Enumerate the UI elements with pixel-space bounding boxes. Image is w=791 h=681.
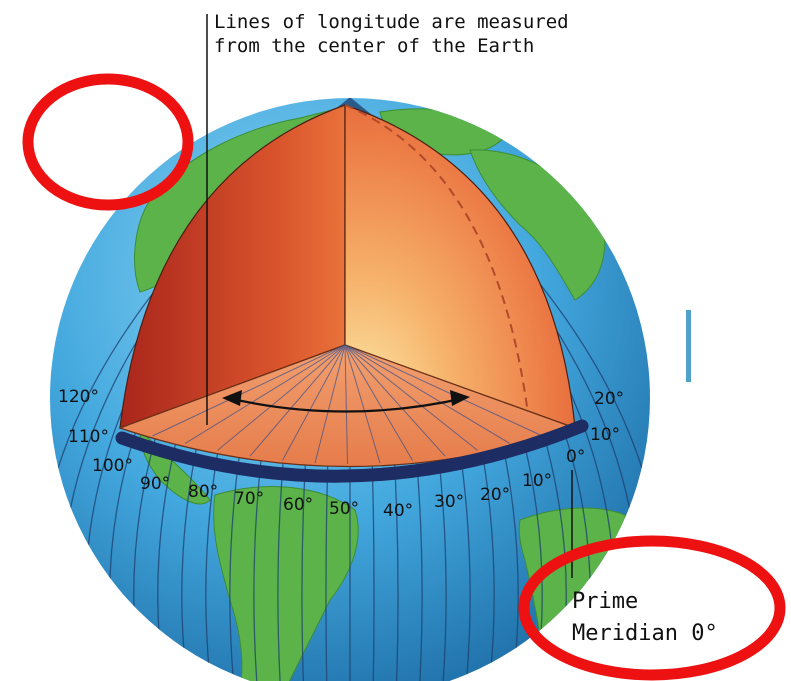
dashed-meridian xyxy=(344,104,531,431)
degree-label-40: 40° xyxy=(383,501,413,521)
degree-label-30: 30° xyxy=(434,492,464,512)
plane-ray xyxy=(344,344,446,457)
degree-label-50: 50° xyxy=(329,499,359,519)
highlight-circle-prime-meridian xyxy=(518,535,786,681)
degree-label-10: 10° xyxy=(522,471,552,491)
degree-label-110: 110° xyxy=(68,427,109,447)
annotation-line-1: Lines of longitude are measured xyxy=(214,11,569,33)
degree-label-right-10: 10° xyxy=(590,425,620,445)
plane-ray xyxy=(344,344,348,465)
angle-arrow-left xyxy=(222,390,242,406)
degree-label-20: 20° xyxy=(480,485,510,505)
degree-label-90: 90° xyxy=(140,474,170,494)
annotation-line-2: from the center of the Earth xyxy=(214,35,534,57)
edge-fragment xyxy=(686,310,691,382)
south-america-land xyxy=(213,486,359,681)
degree-label-70: 70° xyxy=(234,489,264,509)
angle-arrow-right xyxy=(450,390,470,406)
plane-ray xyxy=(344,344,413,461)
core-left-face xyxy=(119,104,346,429)
plane-ray xyxy=(282,344,346,461)
plane-ray xyxy=(314,344,346,464)
degree-label-right-20: 20° xyxy=(594,389,624,409)
degree-label-120: 120° xyxy=(58,387,99,407)
plane-ray xyxy=(344,344,381,464)
degree-label-60: 60° xyxy=(283,495,313,515)
equatorial-plane-rays xyxy=(152,344,543,465)
plane-ray xyxy=(344,344,543,437)
degree-label-0: 0° xyxy=(566,447,585,467)
core-right-face xyxy=(344,104,576,429)
highlight-circle-top-left xyxy=(22,73,194,211)
plane-ray xyxy=(217,344,346,451)
equator-arc xyxy=(115,419,589,483)
plane-ray xyxy=(344,344,478,451)
angle-arc xyxy=(227,396,466,413)
plane-ray xyxy=(152,344,346,437)
plane-ray xyxy=(344,344,511,445)
plane-ray xyxy=(184,344,346,445)
degree-label-80: 80° xyxy=(188,482,218,502)
prime-meridian-line-1: Prime xyxy=(572,589,638,614)
prime-meridian-line-2: Meridian 0° xyxy=(572,621,718,646)
degree-label-100: 100° xyxy=(92,456,133,476)
plane-ray xyxy=(249,344,346,457)
